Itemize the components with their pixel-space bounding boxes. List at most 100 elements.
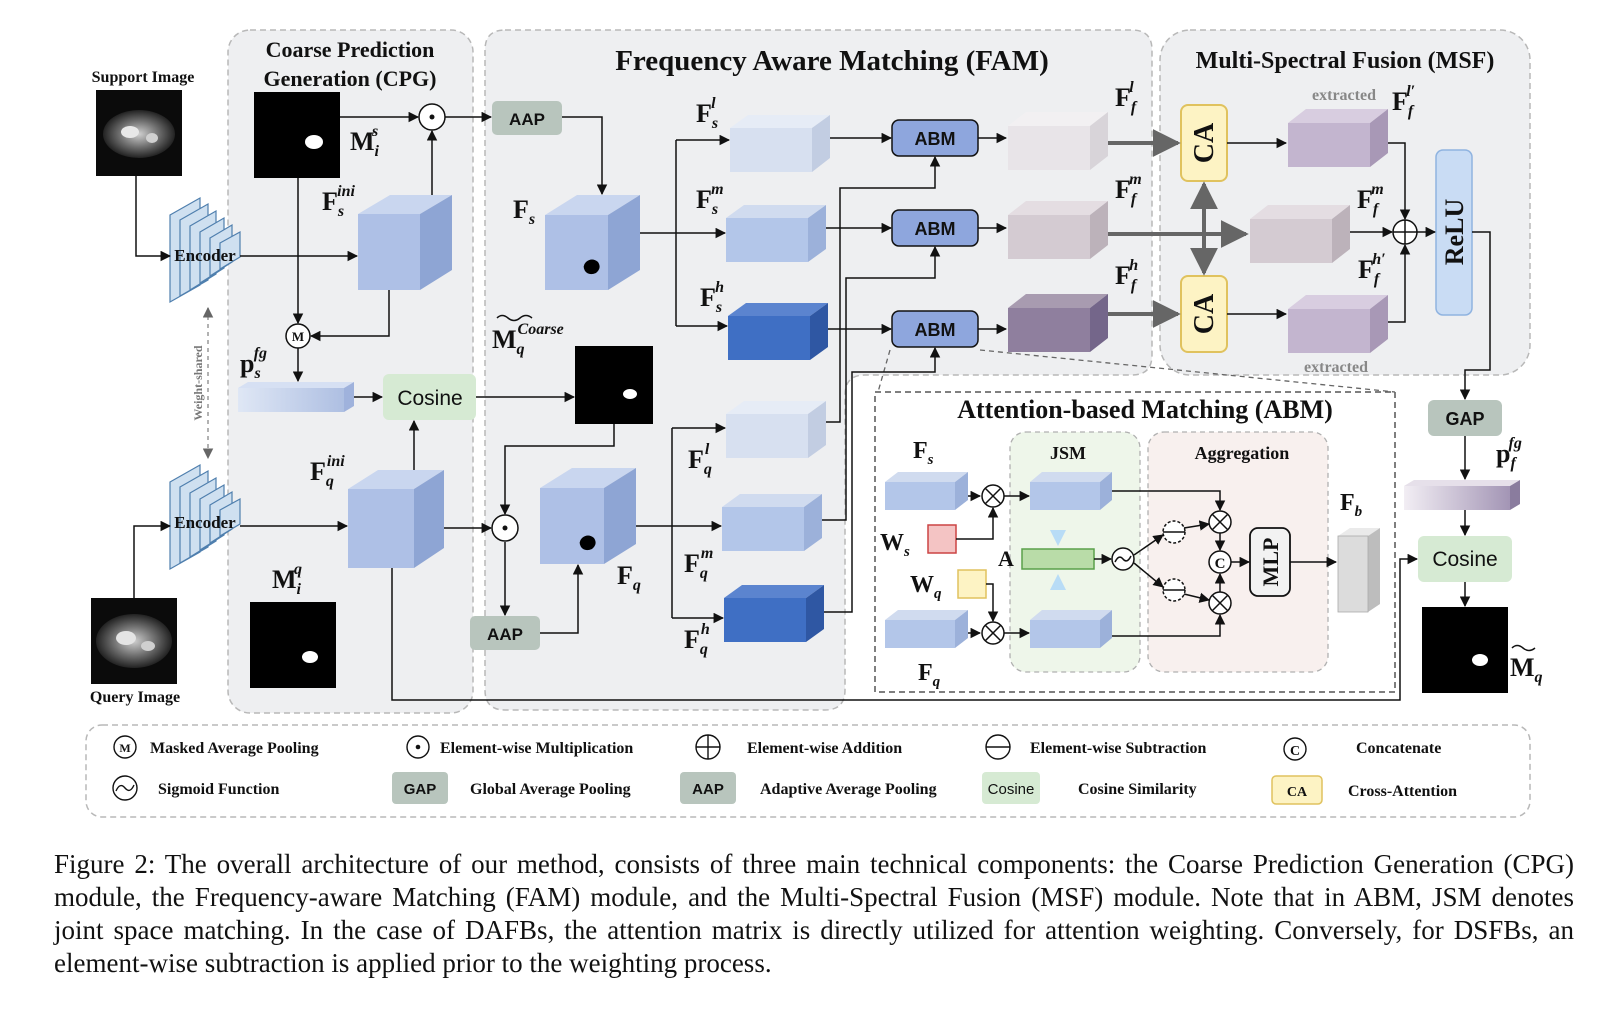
cosine-box-final <box>1418 536 1512 582</box>
svg-text:Sigmoid Function: Sigmoid Function <box>158 781 279 798</box>
aggregation-title: Aggregation <box>1195 443 1290 463</box>
F-q-m-label: Fqm <box>684 545 713 582</box>
svg-text:Element-wise Subtraction: Element-wise Subtraction <box>1030 740 1207 757</box>
F-s-l-label: Fsl <box>696 95 718 132</box>
svg-text:Masked Average Pooling: Masked Average Pooling <box>150 740 319 757</box>
M-coarse-label: MqCoarse <box>492 321 564 358</box>
p-f-fg-label: pffg <box>1496 435 1522 472</box>
F-q-ini-cube <box>348 470 444 568</box>
query-image <box>91 598 177 684</box>
legend-item-add: Element-wise Addition <box>695 734 902 760</box>
mult-op-query <box>491 514 519 542</box>
legend-item-aap: AAP Adaptive Average Pooling <box>680 772 937 804</box>
svg-text:C: C <box>1290 744 1300 759</box>
legend-item-sigmoid: Sigmoid Function <box>112 775 279 801</box>
svg-text:Concatenate: Concatenate <box>1356 740 1441 757</box>
svg-text:Element-wise Multiplication: Element-wise Multiplication <box>440 740 633 757</box>
p-f-fg-bar <box>1404 480 1520 510</box>
F-q-h-label: Fqh <box>684 621 710 658</box>
F-f-h-extracted-cube <box>1288 295 1388 353</box>
abm-title: Attention-based Matching (ABM) <box>957 395 1333 424</box>
W-q-box <box>957 569 987 599</box>
F-s-l-cube <box>730 115 830 172</box>
F-s-label: Fs <box>513 195 535 228</box>
aap-box-top <box>492 101 562 135</box>
svg-text:M: M <box>119 741 130 755</box>
svg-text:Element-wise Addition: Element-wise Addition <box>747 740 902 757</box>
F-q-h-cube <box>724 585 824 642</box>
F-b-label: Fb <box>1340 490 1363 520</box>
jsm-F-s-cube <box>1030 472 1112 510</box>
matmul-op-agg-top <box>1208 510 1232 534</box>
M-q-label: Miq <box>272 561 302 598</box>
abm-F-s-label: Fs <box>913 438 934 468</box>
extracted-label-top: extracted <box>1312 87 1376 104</box>
W-s-box <box>927 524 957 554</box>
svg-text:Adaptive Average Pooling: Adaptive Average Pooling <box>760 781 937 798</box>
architecture-diagram: Coarse Prediction Generation (CPG) Frequ… <box>85 29 1543 818</box>
F-f-l-prime-label: Ffl′ <box>1392 83 1415 120</box>
ca-box-top-label: CA <box>1189 122 1220 163</box>
legend-item-concat: C Concatenate <box>1283 737 1441 761</box>
W-q-label: Wq <box>910 572 942 602</box>
aggregation-region <box>1147 431 1329 673</box>
F-s-m-cube <box>726 205 826 262</box>
mult-op-support <box>418 103 446 131</box>
legend-item-ca: CA Cross-Attention <box>1271 775 1457 805</box>
query-image-label: Query Image <box>90 689 180 706</box>
concat-op: C <box>1208 550 1232 574</box>
fam-module-bg <box>484 29 1153 711</box>
F-f-m-prime-label: Ffm <box>1357 181 1384 218</box>
abm-box-mid-label: ABM <box>915 219 956 239</box>
add-op-msf <box>1392 219 1418 245</box>
query-mask <box>250 602 336 688</box>
subtract-op-bottom <box>1162 578 1186 602</box>
final-mask <box>1422 607 1508 693</box>
F-q-l-label: Fql <box>688 441 712 478</box>
jsm-title: JSM <box>1050 443 1086 463</box>
svg-text:C: C <box>1215 556 1226 572</box>
F-s-h-cube <box>728 303 828 360</box>
svg-text:Cosine Similarity: Cosine Similarity <box>1078 781 1197 798</box>
svg-text:GAP: GAP <box>404 781 437 798</box>
F-f-m-cube <box>1008 201 1108 259</box>
F-f-l-cube <box>1008 112 1108 170</box>
subtract-op-top <box>1162 520 1186 544</box>
gap-box <box>1428 400 1502 436</box>
abm-F-s-cube <box>885 472 968 510</box>
svg-text:Cross-Attention: Cross-Attention <box>1348 783 1457 800</box>
svg-text:M: M <box>292 329 304 344</box>
cosine-box-final-label: Cosine <box>1432 548 1497 571</box>
relu-box-label: ReLU <box>1440 199 1469 266</box>
legend-item-masked-pool: M Masked Average Pooling <box>113 735 319 759</box>
svg-text:Global Average Pooling: Global Average Pooling <box>470 781 631 798</box>
ca-box-bottom-label: CA <box>1189 293 1220 334</box>
abm-box-low-label: ABM <box>915 129 956 149</box>
coarse-mask <box>575 346 653 424</box>
masked-avg-pool-op: M <box>285 323 311 349</box>
svg-text:CA: CA <box>1287 785 1308 800</box>
M-q-final-label: Mq <box>1510 653 1543 686</box>
F-f-h-cube <box>1008 294 1108 352</box>
cosine-box-cpg-label: Cosine <box>397 387 462 410</box>
cpg-title-line1: Coarse Prediction <box>266 37 435 62</box>
F-q-l-cube <box>726 401 826 458</box>
attention-matrix <box>1021 548 1095 570</box>
abm-F-q-cube <box>885 610 968 648</box>
sigmoid-op <box>1111 547 1135 571</box>
encoder-support: Encoder <box>169 196 241 304</box>
F-q-m-cube <box>722 494 822 551</box>
encoder-support-label: Encoder <box>174 246 236 265</box>
aap-box-bottom <box>470 616 540 650</box>
legend-item-mult: Element-wise Multiplication <box>406 735 633 759</box>
W-s-label: Ws <box>880 530 910 560</box>
figure-caption: Figure 2: The overall architecture of ou… <box>54 849 1574 978</box>
legend-item-cosine: Cosine Cosine Similarity <box>982 772 1197 804</box>
svg-text:AAP: AAP <box>692 781 724 798</box>
support-image-label: Support Image <box>92 69 195 86</box>
F-q-cube <box>540 468 636 564</box>
F-f-l-label: Ffl <box>1115 79 1138 116</box>
F-s-ini-cube <box>358 195 452 290</box>
abm-F-q-label: Fq <box>918 660 941 690</box>
support-image <box>96 90 182 176</box>
